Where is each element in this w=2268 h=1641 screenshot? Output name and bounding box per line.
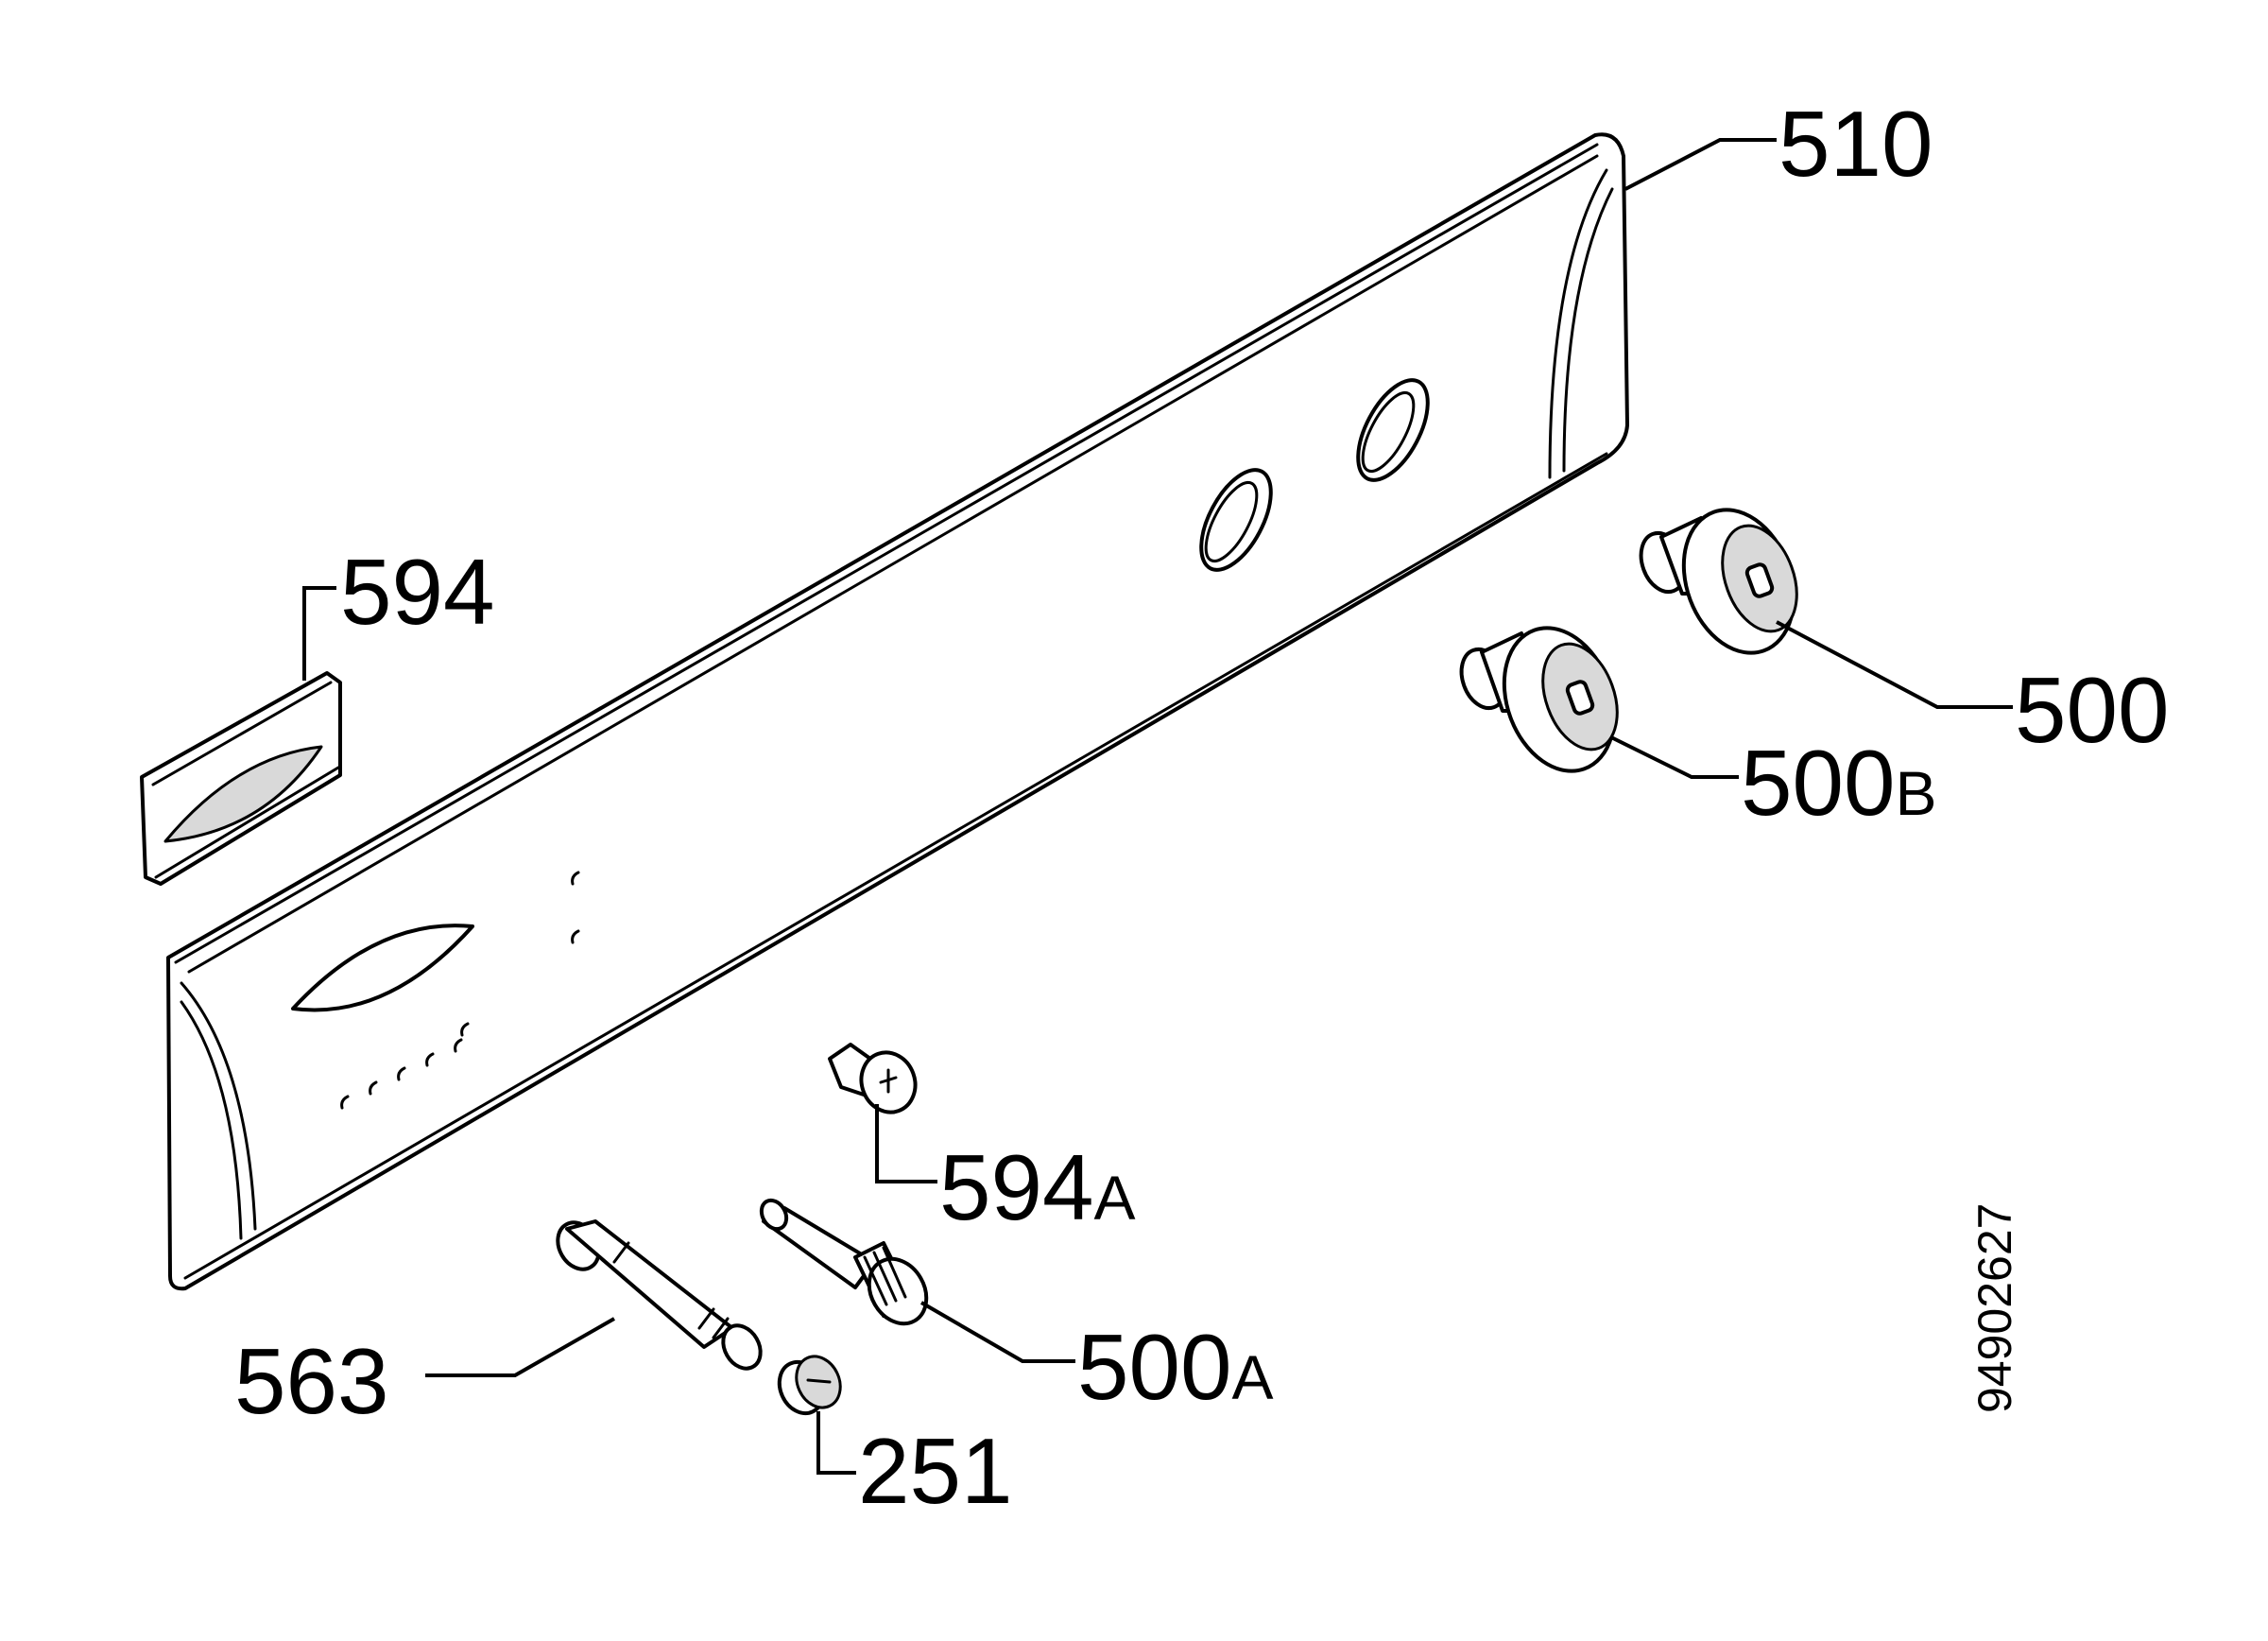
document-number: 94902627 <box>1968 1203 2021 1413</box>
leader-lines <box>302 138 2013 1475</box>
control-panel <box>166 132 1629 1291</box>
part-500b-knob <box>1459 626 1619 773</box>
indicator-row <box>340 871 580 1110</box>
callout-594: 594 <box>340 540 495 644</box>
callout-251: 251 <box>858 1419 1013 1523</box>
callout-500a: 500A <box>1077 1315 1274 1419</box>
part-594-button-strip <box>140 671 342 886</box>
part-500a-shaft <box>759 1198 929 1326</box>
part-594a-push-button <box>828 1043 918 1114</box>
callout-563: 563 <box>234 1329 389 1433</box>
part-563-spindle <box>556 1219 763 1371</box>
part-251-cap <box>777 1355 842 1416</box>
callout-500b: 500B <box>1741 731 1937 835</box>
part-500-knob <box>1639 508 1798 655</box>
callout-510: 510 <box>1778 92 1933 196</box>
callout-594a: 594A <box>939 1135 1136 1239</box>
callout-500: 500 <box>2015 658 2170 762</box>
